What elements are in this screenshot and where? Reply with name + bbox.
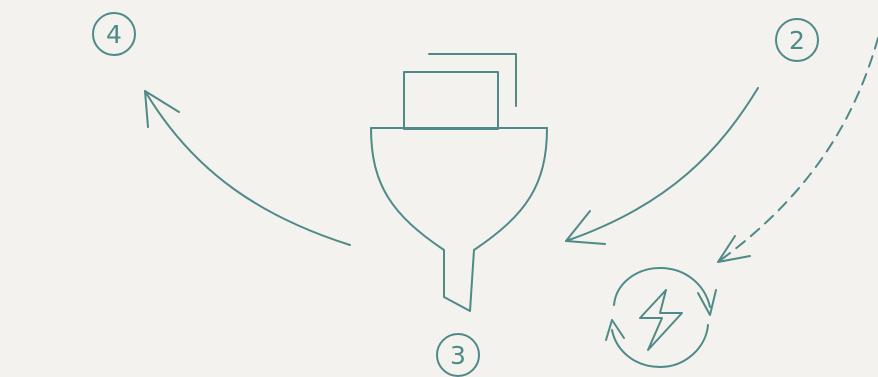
- funnel-body: [371, 128, 547, 311]
- front-card: [404, 72, 498, 129]
- arrow-curve: [566, 88, 758, 241]
- step-2-number: 2: [789, 26, 805, 55]
- dashed-arrow-to-refresh: [718, 38, 878, 262]
- step-3-badge: 3: [437, 334, 479, 376]
- step-4-badge: 4: [93, 13, 135, 55]
- refresh-arrowhead-top: [698, 290, 716, 315]
- arrow-funnel-to-step4: [145, 91, 350, 245]
- arrow-head: [145, 91, 179, 127]
- back-card-outline: [429, 54, 516, 106]
- refresh-arc-bottom: [612, 325, 708, 367]
- funnel-with-cards-icon: [371, 54, 547, 311]
- step-3-number: 3: [450, 341, 466, 370]
- step-2-badge: 2: [776, 19, 818, 61]
- refresh-arc-top: [614, 268, 710, 307]
- arrow-step2-to-funnel: [566, 88, 758, 244]
- lightning-bolt: [640, 290, 682, 350]
- dashed-arrow-curve: [718, 38, 878, 262]
- step-4-number: 4: [106, 20, 122, 49]
- refresh-lightning-icon: [606, 268, 716, 367]
- arrow-curve: [145, 91, 350, 245]
